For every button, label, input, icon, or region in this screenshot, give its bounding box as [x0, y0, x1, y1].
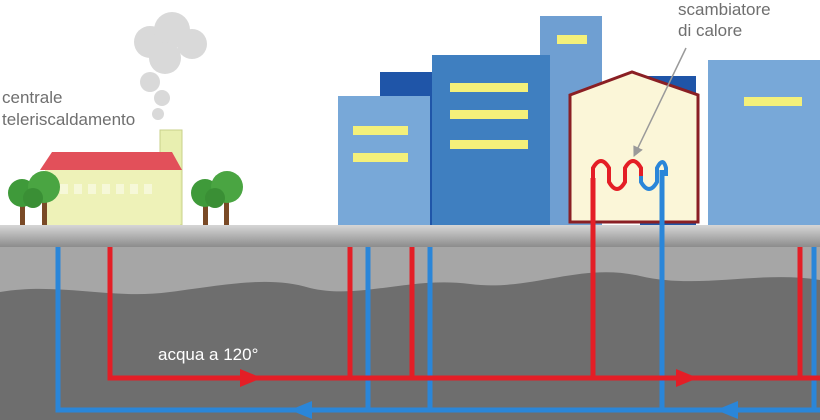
plant-windows: [60, 184, 152, 194]
hot-flow-arrow-1: [240, 369, 262, 387]
plant-label-line2: teleriscaldamento: [2, 110, 135, 129]
tree-left: [8, 171, 60, 225]
water-temperature-label: acqua a 120°: [158, 345, 258, 364]
tree-right: [191, 171, 243, 225]
cold-return-pipes: [55, 170, 820, 413]
exchanger-label-line1: scambiatore: [678, 0, 771, 19]
plant-label-line1: centrale: [2, 88, 62, 107]
exchanger-pointer-arrow: [633, 47, 687, 157]
smoke-cloud: [134, 12, 207, 120]
hot-supply-pipes: [107, 178, 820, 381]
plant-roof: [40, 152, 182, 170]
hot-flow-arrow-2: [676, 369, 698, 387]
heating-plant: [40, 129, 183, 226]
cold-flow-arrow-2: [716, 401, 738, 419]
exchanger-label-line2: di calore: [678, 21, 742, 40]
exchanger-coil-cold: [639, 160, 668, 191]
cold-flow-arrow-1: [290, 401, 312, 419]
exchanger-building: [568, 70, 700, 224]
exchanger-coil-hot: [591, 159, 643, 191]
road-surface: [0, 225, 820, 247]
building-windows: [353, 35, 802, 162]
